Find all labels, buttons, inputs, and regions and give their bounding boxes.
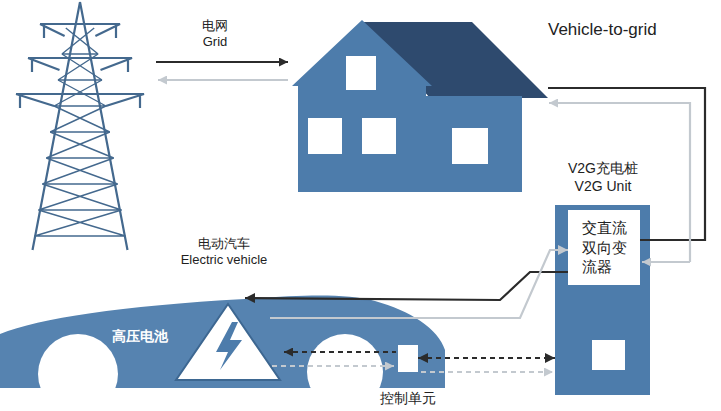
diagram-title: Vehicle-to-grid (548, 20, 657, 40)
unit-heading: V2G充电桩 V2G Unit (565, 159, 641, 195)
power-tower (16, 2, 144, 250)
battery-label: 高压电池 (112, 328, 168, 346)
grid-power-arrow (156, 61, 288, 63)
house-window (362, 118, 396, 154)
control-unit-label: 控制单元 (380, 390, 436, 408)
house-window (452, 128, 488, 164)
signal-dashed-arrow (284, 351, 396, 353)
charger-body (555, 205, 650, 395)
charger-unit: V2G充电桩 V2G Unit 交直流双向变流器 (555, 155, 650, 395)
house-wing (426, 96, 522, 192)
tower-crossarm (16, 94, 144, 108)
house-window (308, 118, 342, 154)
vehicle-heading: 电动汽车 Electric vehicle (178, 236, 270, 269)
converter-box: 交直流双向变流器 (568, 210, 640, 285)
converter-supply-arrow (642, 261, 690, 263)
signal-dashed-arrow (421, 371, 553, 373)
signal-dashed-link (418, 357, 555, 359)
converter-label: 交直流双向变流器 (582, 218, 630, 277)
signal-dashed-arrow (272, 365, 394, 367)
power-flow-arrow (270, 250, 568, 318)
tower-brace (50, 106, 110, 132)
charger-port (592, 340, 625, 370)
tower-crossarm (28, 58, 132, 72)
grid-label: 电网 Grid (198, 18, 232, 51)
tower-leg (33, 2, 128, 250)
house-window (346, 56, 376, 90)
lightning-symbol (216, 322, 242, 370)
battery-warning-triangle (176, 304, 280, 380)
car-wheel (307, 334, 383, 410)
tower-brace (42, 158, 117, 184)
power-flow-arrow (245, 272, 568, 300)
tower-brace (62, 28, 98, 54)
car-wheel (38, 334, 118, 411)
control-unit: 控制单元 (398, 345, 418, 372)
tower-brace (39, 184, 122, 210)
tower-brace (35, 210, 126, 236)
return-power-arrow (158, 79, 288, 81)
house-body (292, 20, 432, 192)
tower-brace (46, 132, 113, 158)
vehicle: 电动汽车 Electric vehicle 高压电池控制单元 (0, 236, 445, 411)
tower-crossarm (40, 24, 120, 38)
